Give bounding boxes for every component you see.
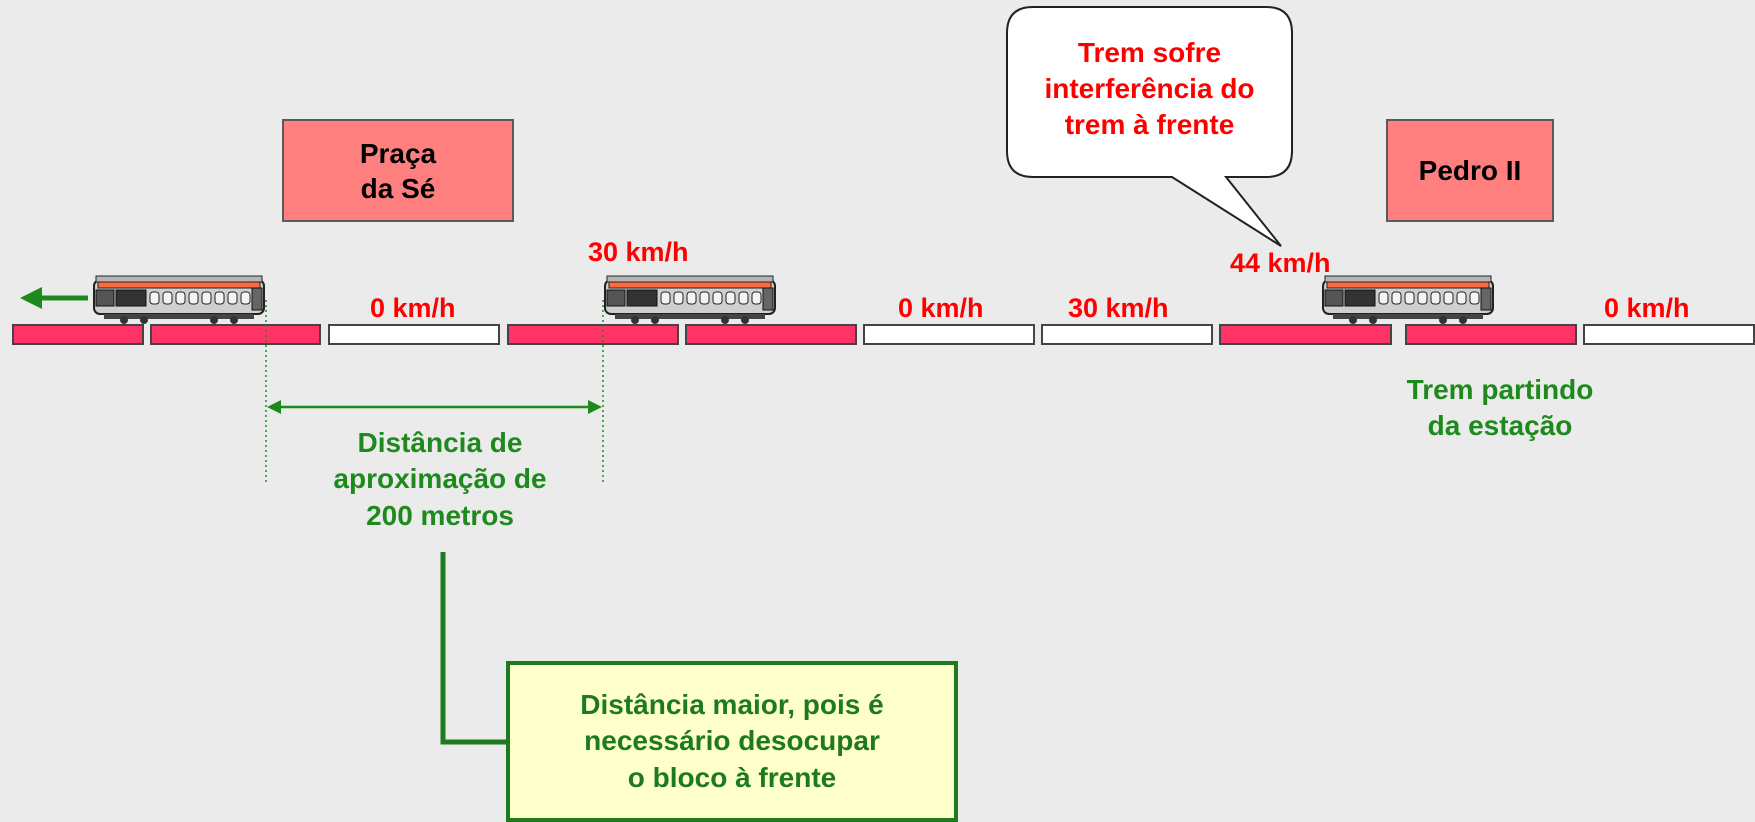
distance-dimension-arrow xyxy=(267,400,602,414)
departing-label: Trem partindo da estação xyxy=(1406,374,1594,441)
station-pedro-ii: Pedro II xyxy=(1386,119,1554,222)
track-block-7 xyxy=(1041,324,1213,345)
track-block-1 xyxy=(12,324,144,345)
speed-label-train-2: 30 km/h xyxy=(588,237,689,267)
train-icon xyxy=(93,275,265,325)
track-block-3 xyxy=(328,324,500,345)
callout-text: Trem sofre interferência do trem à frent… xyxy=(1044,37,1255,140)
track-block-6 xyxy=(863,324,1035,345)
track-block-8 xyxy=(1219,324,1392,345)
track-block-4 xyxy=(507,324,679,345)
speed-label-train-3: 44 km/h xyxy=(1230,248,1331,278)
note-connector xyxy=(440,552,506,745)
track-block-9 xyxy=(1405,324,1577,345)
track-block-5 xyxy=(685,324,857,345)
direction-arrow-icon xyxy=(20,287,88,309)
track-block-10 xyxy=(1583,324,1755,345)
station-praca-da-se: Praça da Sé xyxy=(282,119,514,222)
train-icon xyxy=(604,275,776,325)
speed-label-block-10: 0 km/h xyxy=(1604,293,1690,323)
note-box: Distância maior, pois é necessário desoc… xyxy=(506,661,958,822)
train-icon xyxy=(1322,275,1494,325)
speed-label-block-7: 30 km/h xyxy=(1068,293,1169,323)
track-block-2 xyxy=(150,324,321,345)
speed-label-block-3: 0 km/h xyxy=(370,293,456,323)
distance-label: Distância de aproximação de 200 metros xyxy=(333,427,547,531)
speed-label-block-6: 0 km/h xyxy=(898,293,984,323)
